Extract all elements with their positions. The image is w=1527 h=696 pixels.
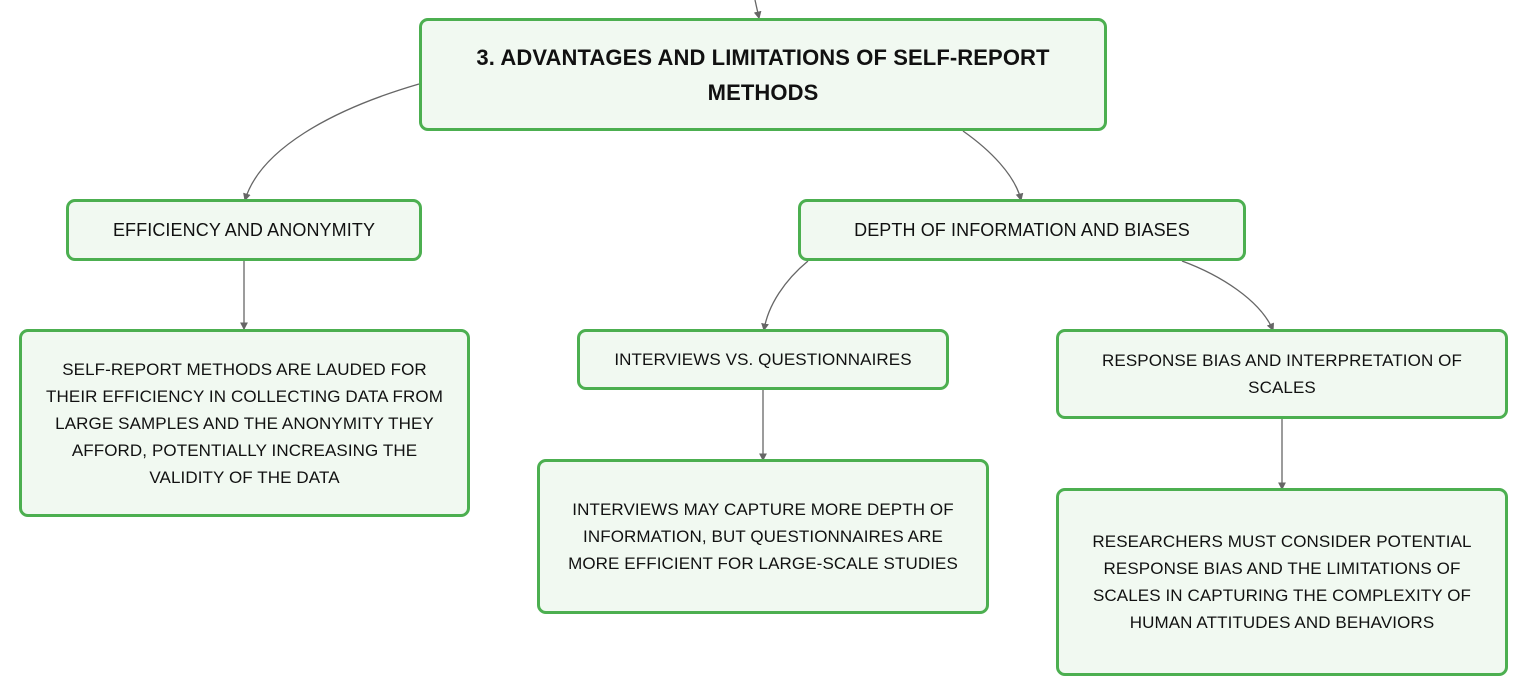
- connector-depth-to-interviews: [761, 260, 809, 332]
- connector-depth-to-bias: [1181, 260, 1274, 332]
- bias-detail-label: RESEARCHERS MUST CONSIDER POTENTIAL RESP…: [1092, 532, 1472, 632]
- efficiency-node-label: EFFICIENCY AND ANONYMITY: [112, 219, 376, 240]
- root-node-label: 3. ADVANTAGES AND LIMITATIONS OF SELF-RE…: [476, 44, 1050, 105]
- efficiency-detail-label: SELF-REPORT METHODS ARE LAUDED FOR THEIR…: [46, 359, 443, 487]
- interviews-node[interactable]: INTERVIEWS VS. QUESTIONNAIRES: [577, 329, 949, 390]
- bias-detail-node[interactable]: RESEARCHERS MUST CONSIDER POTENTIAL RESP…: [1056, 488, 1508, 676]
- efficiency-detail-node[interactable]: SELF-REPORT METHODS ARE LAUDED FOR THEIR…: [19, 329, 470, 517]
- connector-root-to-depth: [962, 130, 1024, 202]
- bias-node[interactable]: RESPONSE BIAS AND INTERPRETATION OF SCAL…: [1056, 329, 1508, 419]
- connector-from-parent: [753, 0, 762, 20]
- depth-node-label: DEPTH OF INFORMATION AND BIASES: [854, 219, 1190, 240]
- interviews-detail-label: INTERVIEWS MAY CAPTURE MORE DEPTH OF INF…: [568, 500, 958, 573]
- root-node[interactable]: 3. ADVANTAGES AND LIMITATIONS OF SELF-RE…: [419, 18, 1107, 131]
- bias-node-label: RESPONSE BIAS AND INTERPRETATION OF SCAL…: [1102, 351, 1462, 397]
- efficiency-node[interactable]: EFFICIENCY AND ANONYMITY: [66, 199, 422, 261]
- connector-root-to-efficiency: [243, 83, 420, 202]
- depth-node[interactable]: DEPTH OF INFORMATION AND BIASES: [798, 199, 1246, 261]
- interviews-detail-node[interactable]: INTERVIEWS MAY CAPTURE MORE DEPTH OF INF…: [537, 459, 989, 614]
- interviews-node-label: INTERVIEWS VS. QUESTIONNAIRES: [614, 350, 912, 369]
